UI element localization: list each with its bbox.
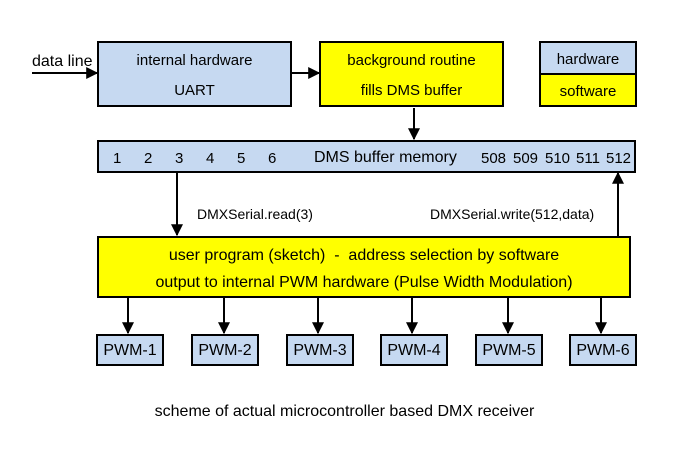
user-program-box: user program (sketch) - address selectio… — [97, 236, 631, 298]
buffer-cell: 508 — [481, 150, 507, 167]
buffer-cell: 511 — [576, 150, 600, 167]
diagram-caption: scheme of actual microcontroller based D… — [154, 403, 535, 420]
buffer-cell: 512 — [606, 150, 632, 167]
dms-buffer-memory: 1 2 3 4 5 6 DMS buffer memory 508 509 51… — [97, 140, 636, 173]
background-routine-box: background routine fills DMS buffer — [319, 41, 504, 107]
data-line-label: data line — [32, 53, 93, 70]
buffer-label: DMS buffer memory — [314, 149, 457, 166]
pwm-output-6: PWM-6 — [569, 334, 637, 366]
pwm-output-label: PWM-6 — [576, 342, 630, 359]
pwm-output-label: PWM-3 — [293, 342, 347, 359]
buffer-cell: 3 — [175, 150, 184, 167]
legend-hardware-label: hardware — [556, 51, 620, 68]
pwm-output-2: PWM-2 — [191, 334, 259, 366]
buffer-cell: 4 — [206, 150, 215, 167]
pwm-output-label: PWM-5 — [482, 342, 536, 359]
legend-software: software — [539, 73, 637, 107]
write-call-label: DMXSerial.write(512,data) — [430, 206, 595, 222]
pwm-output-1: PWM-1 — [96, 334, 164, 366]
buffer-cell: 509 — [513, 150, 539, 167]
buffer-cell: 2 — [144, 150, 153, 167]
pwm-output-3: PWM-3 — [286, 334, 354, 366]
pwm-output-label: PWM-4 — [387, 342, 441, 359]
read-call-label: DMXSerial.read(3) — [197, 206, 313, 222]
pwm-output-label: PWM-2 — [198, 342, 252, 359]
buffer-cell: 5 — [237, 150, 246, 167]
background-box-line1: background routine — [347, 52, 476, 69]
uart-box-line1: internal hardware — [136, 52, 253, 69]
user-box-line1: user program (sketch) - address selectio… — [168, 247, 560, 264]
legend-hardware: hardware — [539, 41, 637, 75]
background-box-line2: fills DMS buffer — [360, 82, 463, 99]
buffer-cell: 510 — [545, 150, 571, 167]
uart-box: internal hardware UART — [97, 41, 292, 107]
pwm-output-5: PWM-5 — [475, 334, 543, 366]
pwm-output-4: PWM-4 — [380, 334, 448, 366]
buffer-cell: 1 — [113, 150, 122, 167]
buffer-cell: 6 — [268, 150, 277, 167]
pwm-output-label: PWM-1 — [103, 342, 157, 359]
legend-software-label: software — [559, 83, 617, 100]
user-box-line2: output to internal PWM hardware (Pulse W… — [155, 274, 573, 291]
uart-box-line2: UART — [174, 82, 215, 99]
